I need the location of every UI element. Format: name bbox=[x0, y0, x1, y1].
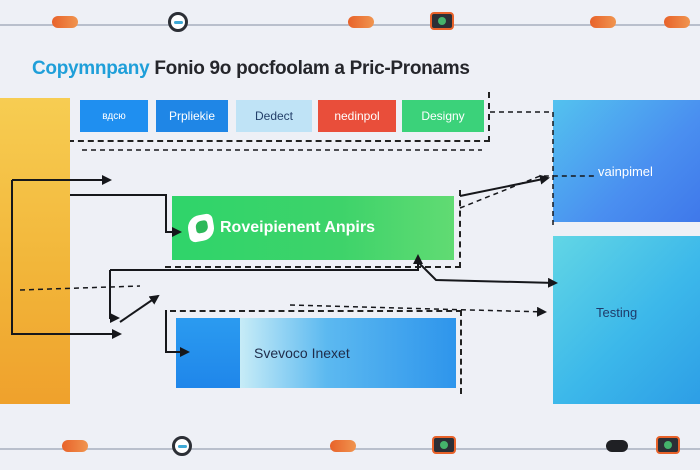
deployment-label: Svevoco Inexet bbox=[254, 345, 350, 361]
stage-panel-maintain bbox=[553, 100, 700, 222]
stage-panel-left bbox=[0, 98, 70, 404]
maintain-label: vainpimel bbox=[598, 164, 653, 179]
connector-up bbox=[119, 294, 160, 323]
page-title: Copymnpany Fonio 9o pocfoolam a Pric-Pro… bbox=[32, 58, 470, 80]
orange-pill-icon bbox=[52, 16, 78, 28]
connector-lower bbox=[109, 270, 120, 323]
orange-pill-icon bbox=[330, 440, 356, 452]
tabs-frame bbox=[68, 92, 490, 142]
title-accent: Copymnpany bbox=[32, 58, 150, 79]
orange-pill-icon bbox=[664, 16, 690, 28]
eye-ring-icon bbox=[168, 12, 188, 32]
deployment-box: Svevoco Inexet bbox=[240, 318, 456, 388]
timeline-top bbox=[0, 8, 700, 38]
camera-icon bbox=[656, 436, 680, 454]
dark-pill-icon bbox=[606, 440, 628, 452]
development-box: Roveipienent Anpirs bbox=[172, 196, 454, 260]
tab-prpliekie[interactable]: Prpliekie bbox=[156, 100, 228, 132]
orange-pill-icon bbox=[62, 440, 88, 452]
eye-ring-icon bbox=[172, 436, 192, 456]
connector-to-development bbox=[70, 194, 182, 237]
tab-1[interactable]: вдсю bbox=[80, 100, 148, 132]
title-rest: Fonio 9o pocfoolam a Pric-Pronams bbox=[154, 58, 470, 79]
timeline-bottom bbox=[0, 432, 700, 462]
camera-icon bbox=[430, 12, 454, 30]
deployment-box-left bbox=[176, 318, 240, 388]
camera-icon bbox=[432, 436, 456, 454]
testing-label: Testing bbox=[596, 305, 638, 320]
orange-pill-icon bbox=[590, 16, 616, 28]
stage-panel-testing bbox=[553, 236, 700, 404]
connector-to-maintain bbox=[459, 174, 550, 197]
tab-designy[interactable]: Designy bbox=[402, 100, 484, 132]
orange-pill-icon bbox=[348, 16, 374, 28]
tab-dedect[interactable]: Dedect bbox=[236, 100, 312, 132]
development-label: Roveipienent Anpirs bbox=[220, 219, 375, 236]
tab-nedinpol[interactable]: nedinpol bbox=[318, 100, 396, 132]
